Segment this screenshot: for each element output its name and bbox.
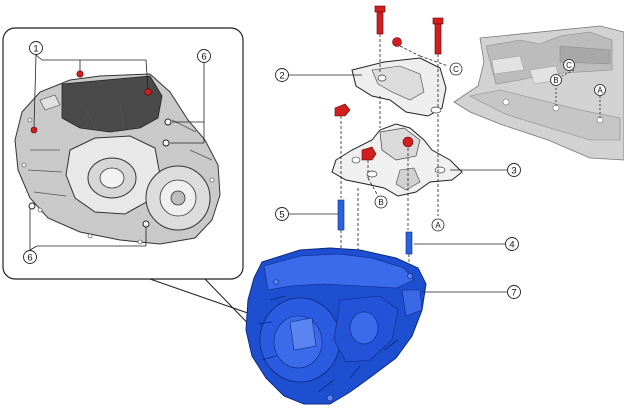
callout-5: 5: [275, 207, 338, 221]
inset-red-bolt-right: [144, 88, 152, 96]
dowel-pin-bottom-2: [142, 220, 150, 228]
assembly-guide-lines: [340, 34, 449, 270]
mount-nut-small: [392, 37, 402, 47]
callout-3-label: 3: [511, 166, 516, 177]
body-reference-marks: B C A: [550, 59, 606, 120]
callout-3: 3: [450, 163, 521, 177]
stud-bolt-left: [337, 199, 345, 231]
inset-red-bolt-center: [76, 70, 84, 78]
mount-bolt-long-left: [374, 5, 386, 35]
mount-nut-left: [334, 103, 351, 117]
callout-6-bottom: 6: [23, 209, 147, 264]
vehicle-body-panel: [453, 25, 624, 161]
callout-6-bottom-label: 6: [27, 253, 32, 264]
transaxle-mount-rubber: [331, 123, 463, 197]
mount-mark-b: B: [374, 195, 388, 209]
svg-text:C: C: [566, 61, 572, 70]
mount-nut-center: [361, 146, 377, 161]
inset-leader-top: [149, 278, 263, 319]
sealant-area: [61, 75, 163, 133]
body-mark-b: B: [550, 74, 562, 86]
svg-text:A: A: [597, 86, 603, 95]
callout-4-label: 4: [509, 240, 514, 251]
mount-nut-right: [402, 136, 414, 148]
transaxle-case-casting: [14, 73, 221, 245]
inset-red-bolt-left: [30, 126, 38, 134]
mount-mark-c: C: [449, 62, 463, 76]
manual-transaxle-assembly: [245, 247, 427, 405]
svg-text:B: B: [553, 76, 558, 85]
callout-1-label: 1: [33, 44, 38, 55]
callout-6-top: 6: [170, 49, 211, 144]
svg-text:A: A: [435, 221, 441, 230]
dowel-pin-top-2: [162, 139, 170, 147]
callout-2: 2: [275, 68, 362, 82]
inset-detail-view: 1 6 6: [2, 27, 263, 339]
callout-2-label: 2: [279, 71, 284, 82]
callout-4: 4: [414, 237, 519, 251]
body-mark-c: C: [563, 59, 575, 71]
callout-7-label: 7: [511, 288, 516, 299]
mount-bracket-upper: [351, 57, 447, 117]
svg-text:B: B: [378, 198, 383, 207]
callout-7: 7: [422, 285, 521, 299]
dowel-pin-bottom-1: [28, 202, 36, 210]
stud-bolt-right: [405, 231, 413, 255]
callout-6-top-label: 6: [201, 52, 206, 63]
callout-1: 1: [29, 41, 149, 128]
body-mark-a: A: [594, 84, 606, 96]
callout-5-label: 5: [279, 210, 284, 221]
mount-mark-a: A: [431, 218, 445, 232]
svg-text:C: C: [453, 65, 459, 74]
mount-bolt-long-right: [432, 17, 444, 55]
dowel-pin-top-1: [164, 118, 172, 126]
